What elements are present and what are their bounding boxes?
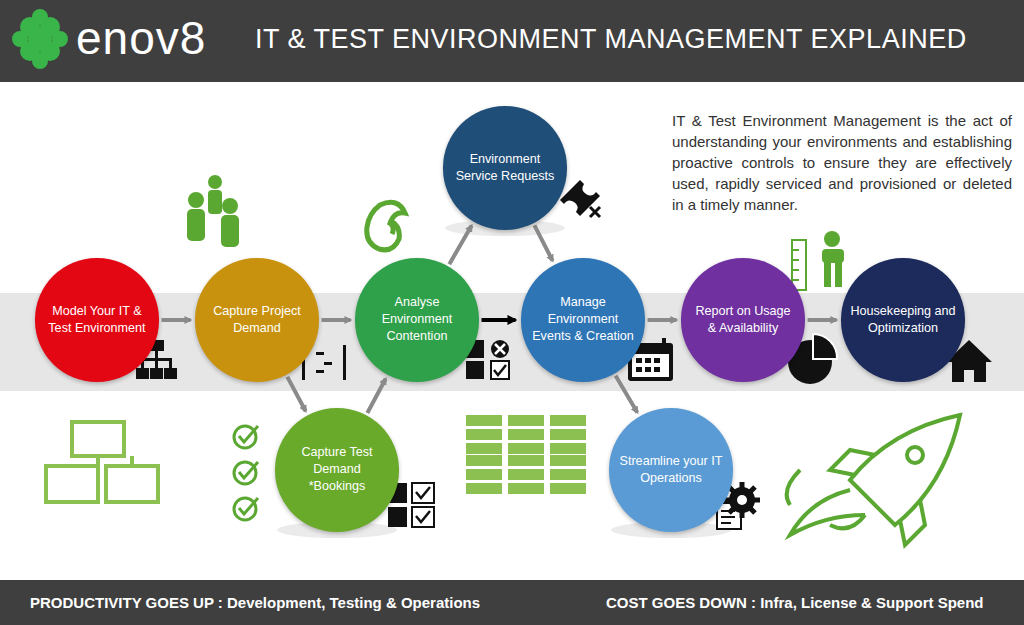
process-circle: Capture Test Demand *Bookings [275, 408, 398, 531]
server-grid [466, 415, 586, 494]
footer-text: COST GOES DOWN : Infra, License & Suppor… [606, 594, 984, 611]
people-icon [187, 175, 239, 247]
node-text-group: Capture Project Demand [203, 303, 310, 337]
process-circle: Report on Usage & Availability [681, 258, 804, 381]
logo-clover [12, 9, 68, 69]
node-text: Streamline your IT Operations [617, 453, 724, 487]
node-text: Report on Usage & Availability [689, 303, 796, 337]
node-text: Manage Environment Events & Creation [529, 294, 636, 345]
flow-arrow [482, 318, 516, 322]
node-text: Model Your IT & Test Environment [43, 303, 150, 337]
process-circle: Manage Environment Events & Creation [521, 258, 644, 381]
node-text-group: Streamline your IT Operations [617, 453, 724, 487]
node-text-group: Manage Environment Events & Creation [529, 294, 636, 345]
hand-icon [367, 202, 405, 250]
measure-icon [792, 240, 806, 290]
node-text: Housekeeping and Optimization [849, 303, 956, 337]
ticket-icon [560, 180, 600, 217]
page-title: IT & TEST ENVIRONMENT MANAGEMENT EXPLAIN… [255, 24, 967, 55]
node-text-group: Capture Test Demand *Bookings [283, 444, 390, 495]
node-text: Capture Test Demand *Bookings [283, 444, 390, 495]
process-circle: Analyse Environment Contention [355, 258, 478, 381]
flow-arrow [287, 377, 305, 411]
rocket-icon [787, 415, 960, 545]
flow-arrow [808, 318, 837, 322]
logo-text: enov8 [76, 12, 206, 64]
node-text-group: Environment Service Requests [451, 151, 558, 185]
process-circle: Model Your IT & Test Environment [35, 258, 158, 381]
process-circle: Environment Service Requests [443, 106, 566, 229]
process-circle: Housekeeping and Optimization [841, 258, 964, 381]
node-text-group: Report on Usage & Availability [689, 303, 796, 337]
flow-arrow [648, 318, 677, 322]
flow-arrow [162, 318, 191, 322]
node-text-group: Model Your IT & Test Environment [43, 303, 150, 337]
footer-bar [0, 580, 1024, 625]
process-circle: Capture Project Demand [195, 258, 318, 381]
node-text: Capture Project Demand [203, 303, 310, 337]
flow-arrow [449, 226, 471, 265]
flow-arrow [616, 376, 638, 413]
footer-text: PRODUCTIVITY GOES UP : Development, Test… [30, 594, 480, 611]
person-icon [822, 231, 844, 287]
process-circle: Streamline your IT Operations [609, 408, 732, 531]
boxes-icon [46, 422, 158, 502]
flow-arrow [534, 225, 552, 260]
header-bar [0, 0, 1024, 82]
flow-arrow [322, 318, 351, 322]
node-text: Environment Service Requests [451, 151, 558, 185]
description-text: IT & Test Environment Management is the … [672, 110, 1012, 215]
node-text-group: Analyse Environment Contention [363, 294, 470, 345]
checklist-icon [234, 426, 258, 520]
flow-arrow [367, 379, 385, 413]
node-text: Analyse Environment Contention [363, 294, 470, 345]
node-text-group: Housekeeping and Optimization [849, 303, 956, 337]
